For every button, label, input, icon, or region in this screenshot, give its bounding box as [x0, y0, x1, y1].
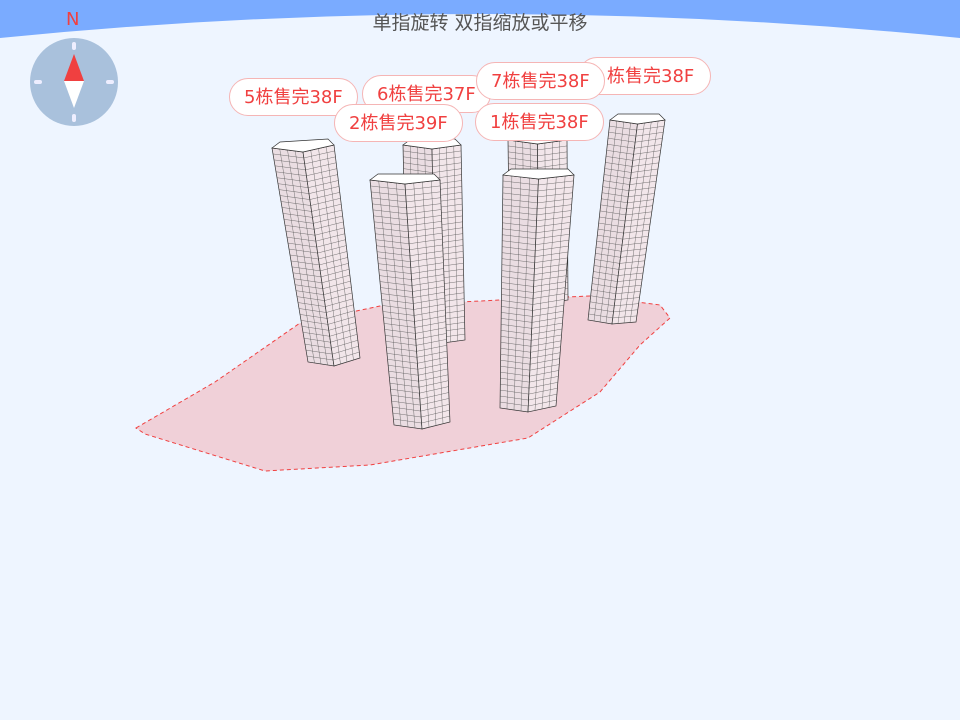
gesture-hint: 单指旋转 双指缩放或平移 — [372, 12, 588, 34]
compass-needle-icon — [34, 42, 114, 122]
tower-2[interactable] — [369, 173, 451, 430]
tower-1[interactable] — [499, 168, 575, 413]
north-label: N — [66, 9, 80, 30]
compass-button[interactable] — [30, 38, 118, 126]
building-label-2[interactable]: 2栋售完39F — [334, 104, 463, 142]
sky-band — [0, 0, 960, 38]
tower-4[interactable] — [587, 113, 666, 325]
building-label-1[interactable]: 1栋售完38F — [475, 103, 604, 141]
building-label-5[interactable]: 5栋售完38F — [229, 78, 358, 116]
building-label-7[interactable]: 7栋售完38F — [476, 62, 605, 100]
tower-5[interactable] — [271, 138, 361, 367]
